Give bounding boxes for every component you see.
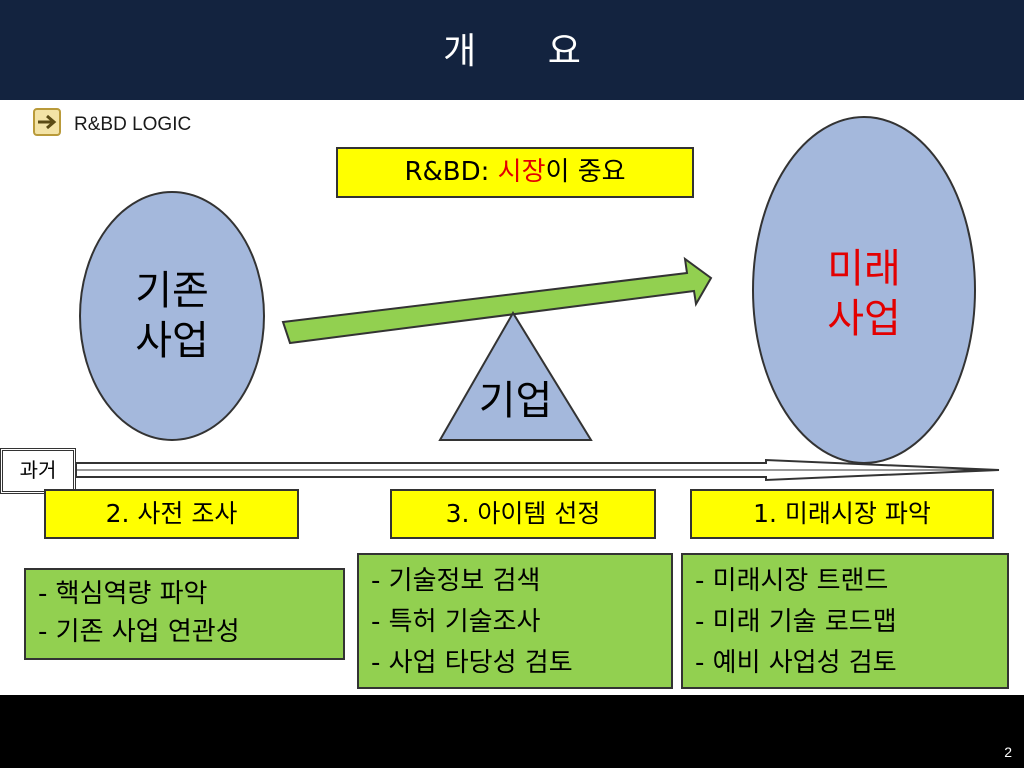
detail-item: - 예비 사업성 검토 [695,648,897,678]
footer-bar: 2 [0,695,1024,768]
page-number: 2 [1004,744,1012,760]
item-selection-details: - 기술정보 검색 - 특허 기술조사 - 사업 타당성 검토 [357,553,673,689]
existing-business-line-1: 기존 [135,268,209,314]
existing-business-line-2: 사업 [135,318,209,364]
rbd-market-note: R&BD: 시장이 중요 [336,147,694,198]
growth-arrow [281,256,713,345]
step-1-future-market: 1. 미래시장 파악 [690,489,994,539]
title-bar: 개 요 [0,0,1024,100]
slide-title: 개 요 [443,31,611,72]
past-label: 과거 [0,448,76,494]
detail-item: - 특허 기술조사 [371,607,541,637]
future-business-line-1: 미래 [827,246,901,292]
company-triangle [438,311,593,441]
detail-item: - 핵심역량 파악 [38,579,208,609]
rbd-note-highlight: 시장 [497,157,546,187]
company-label: 기업 [478,378,553,424]
future-business-line-2: 사업 [827,296,901,342]
detail-item: - 미래시장 트랜드 [695,566,889,596]
detail-item: - 사업 타당성 검토 [371,648,573,678]
detail-item: - 기술정보 검색 [371,566,541,596]
rbd-note-suffix: 이 중요 [545,157,626,187]
detail-item: - 미래 기술 로드맵 [695,607,897,637]
existing-business-label: 기존 사업 [80,266,264,366]
future-business-label: 미래 사업 [753,244,975,344]
future-market-details: - 미래시장 트랜드 - 미래 기술 로드맵 - 예비 사업성 검토 [681,553,1009,689]
rbd-note-prefix: R&BD: [404,157,498,187]
existing-business-ellipse [79,191,265,441]
arrow-right-icon [33,108,61,136]
future-business-ellipse [752,116,976,464]
step-2-pre-research: 2. 사전 조사 [44,489,299,539]
section-label: R&BD LOGIC [74,114,192,135]
pre-research-details: - 핵심역량 파악 - 기존 사업 연관성 [24,568,345,660]
step-3-item-selection: 3. 아이템 선정 [390,489,656,539]
detail-item: - 기존 사업 연관성 [38,617,240,647]
